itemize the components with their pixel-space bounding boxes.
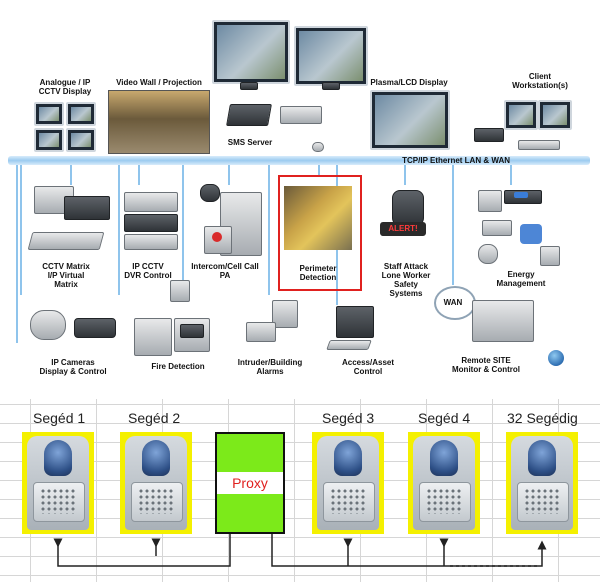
fire-panel [134,318,172,356]
video-wall-room-image [108,90,210,154]
access-monitor [336,306,374,338]
label-energy-management: Energy Management [496,270,546,288]
cctv-matrix-unit [64,196,110,220]
energy-meter-icon [478,190,502,212]
dvr-unit [124,214,178,232]
workstation-monitor [538,100,572,130]
drop-line [510,165,512,185]
label-fire-detection: Fire Detection [151,362,205,371]
label-sms-server: SMS Server [227,138,273,147]
cctv-monitor [66,102,96,126]
label-access-control: Access/Asset Control [341,358,395,376]
lan-label: TCP/IP Ethernet LAN & WAN [402,156,510,165]
access-keyboard-icon [326,340,372,350]
energy-meter-icon [540,246,560,266]
globe-icon [548,350,564,366]
label-intercom: Intercom/Cell Call PA [191,262,259,280]
drop-line [20,165,22,295]
drop-line [318,165,320,177]
matrix-keyboard-icon [27,232,105,250]
proxy-box: Proxy [215,432,285,534]
segment-label-2: Segéd 2 [128,410,181,426]
plasma-screen [370,90,450,150]
proxy-label-band [217,472,283,494]
drop-line [228,165,230,185]
drop-line [452,165,454,285]
lan-backbone-bar [8,156,590,165]
ip-camera-icon [74,318,116,338]
drop-line [268,165,270,295]
label-perimeter-detection: Perimeter Detection [299,264,337,282]
drop-line [182,165,184,295]
keyboard-icon [518,140,560,150]
valve-icon [520,224,542,244]
label-video-wall: Video Wall / Projection [116,78,202,87]
cctv-monitor [34,102,64,126]
monitor-stand [240,82,258,90]
workstation-controller-icon [474,128,504,142]
intruder-keypad [246,322,276,342]
segment-label-5: 32 Segédig [507,410,578,426]
cctv-monitor [34,128,64,152]
monitor-stand [322,82,340,90]
segment-label-3: Segéd 3 [322,410,375,426]
intercom-unit-4 [408,432,480,534]
intercom-unit-3 [312,432,384,534]
label-analogue-display: Analogue / IP CCTV Display [38,78,92,96]
label-ip-cameras: IP Cameras Display & Control [39,358,107,376]
energy-meter-icon [482,220,512,236]
intercom-unit-1 [22,432,94,534]
proxy-label: Proxy [232,475,268,491]
intruder-panel [272,300,298,328]
drop-line [138,165,140,185]
label-client-workstation: Client Workstation(s) [512,72,568,90]
intercom-unit-2 [120,432,192,534]
segment-label-1: Segéd 1 [33,410,86,426]
dvr-unit [124,192,178,212]
label-wan: WAN [443,298,463,307]
dome-camera-icon [30,310,66,340]
label-cctv-matrix: CCTV Matrix I/P Virtual Matrix [42,262,90,289]
label-ip-cctv-dvr: IP CCTV DVR Control [124,262,172,280]
label-staff-attack: Staff Attack Lone Worker Safety Systems [381,262,431,298]
gauge-icon [478,244,498,264]
mouse-icon [312,142,324,152]
drop-line [16,165,18,343]
label-remote-site: Remote SITE Monitor & Control [452,356,520,374]
perimeter-highlight-frame [278,175,362,291]
fire-panel-screen [180,324,204,338]
segment-label-4: Segéd 4 [418,410,471,426]
sms-server-icon [226,104,272,126]
speaker-icon [200,184,220,202]
drop-line [404,165,406,185]
drop-line [118,165,120,295]
remote-site-building-icon [472,300,534,342]
router-led [514,192,528,198]
dvr-unit [124,234,178,250]
alert-badge [380,222,426,236]
main-monitor-right [294,26,368,86]
main-monitor-left [212,20,290,84]
label-plasma-display: Plasma/LCD Display [370,78,448,87]
alert-text: ALERT! [388,224,418,233]
label-intruder-alarms: Intruder/Building Alarms [237,358,303,376]
workstation-monitor [504,100,538,130]
call-button-red [212,232,222,242]
perimeter-fence-image [284,186,352,250]
cctv-monitor [66,128,96,152]
drop-line [70,165,72,185]
alarm-sensor-icon [170,280,190,302]
controller-icon [280,106,322,124]
staff-attack-device [392,190,424,226]
intercom-unit-5 [506,432,578,534]
